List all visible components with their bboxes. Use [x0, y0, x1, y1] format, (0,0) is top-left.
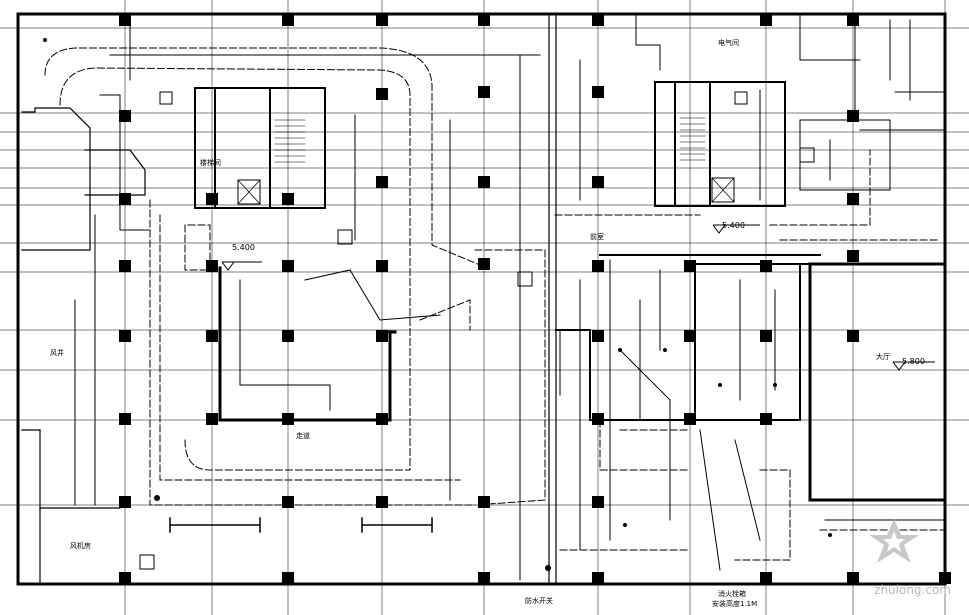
partition-walls	[555, 254, 946, 421]
wiring-solid	[74, 17, 946, 581]
elevation-label-left: 5.400	[232, 243, 255, 252]
central-divider	[548, 13, 557, 585]
wiring-dashed	[44, 47, 946, 561]
column-row-4	[119, 250, 859, 272]
structural-columns	[43, 14, 951, 584]
room-label-corridor: 走道	[296, 432, 310, 440]
bottom-caption: 防水开关	[525, 597, 553, 605]
column-row-2	[119, 86, 859, 122]
left-stair-treads	[274, 119, 306, 163]
note-box-sublabel: 安装高度1.1M	[712, 600, 758, 608]
right-core	[654, 81, 786, 207]
watermark-text: zhulong.com	[874, 583, 951, 597]
elevation-label-right: 5.400	[722, 221, 745, 230]
room-label-top-right: 电气间	[718, 39, 739, 47]
section-marks	[169, 517, 433, 533]
column-row-8	[119, 572, 951, 584]
watermark-logo-icon	[869, 519, 919, 563]
column-row-1	[119, 14, 859, 26]
column-row-3	[119, 176, 859, 205]
elevation-label-hall: 5.800	[902, 357, 925, 366]
column-row-6	[119, 413, 772, 425]
fixture-boxes	[139, 91, 815, 570]
column-row-5	[119, 330, 859, 342]
room-label-stair-left: 楼梯间	[200, 159, 221, 167]
right-stair-treads	[679, 117, 706, 161]
left-core	[194, 87, 326, 209]
device-dots	[43, 38, 857, 577]
note-box-label: 消火栓箱	[718, 590, 746, 598]
room-label-hall: 大厅	[876, 353, 890, 361]
room-label-left-mid: 风井	[50, 349, 64, 357]
elevation-markers	[221, 224, 935, 371]
room-label-left-low: 风机房	[70, 542, 91, 550]
axis-grid-vertical	[124, 0, 946, 615]
inner-courtyard	[218, 266, 397, 422]
hall-walls	[808, 262, 947, 502]
room-label-stair-right: 前室	[590, 233, 604, 241]
top-right-rooms	[635, 13, 946, 191]
column-row-7	[119, 496, 604, 508]
left-rooms	[21, 107, 146, 585]
